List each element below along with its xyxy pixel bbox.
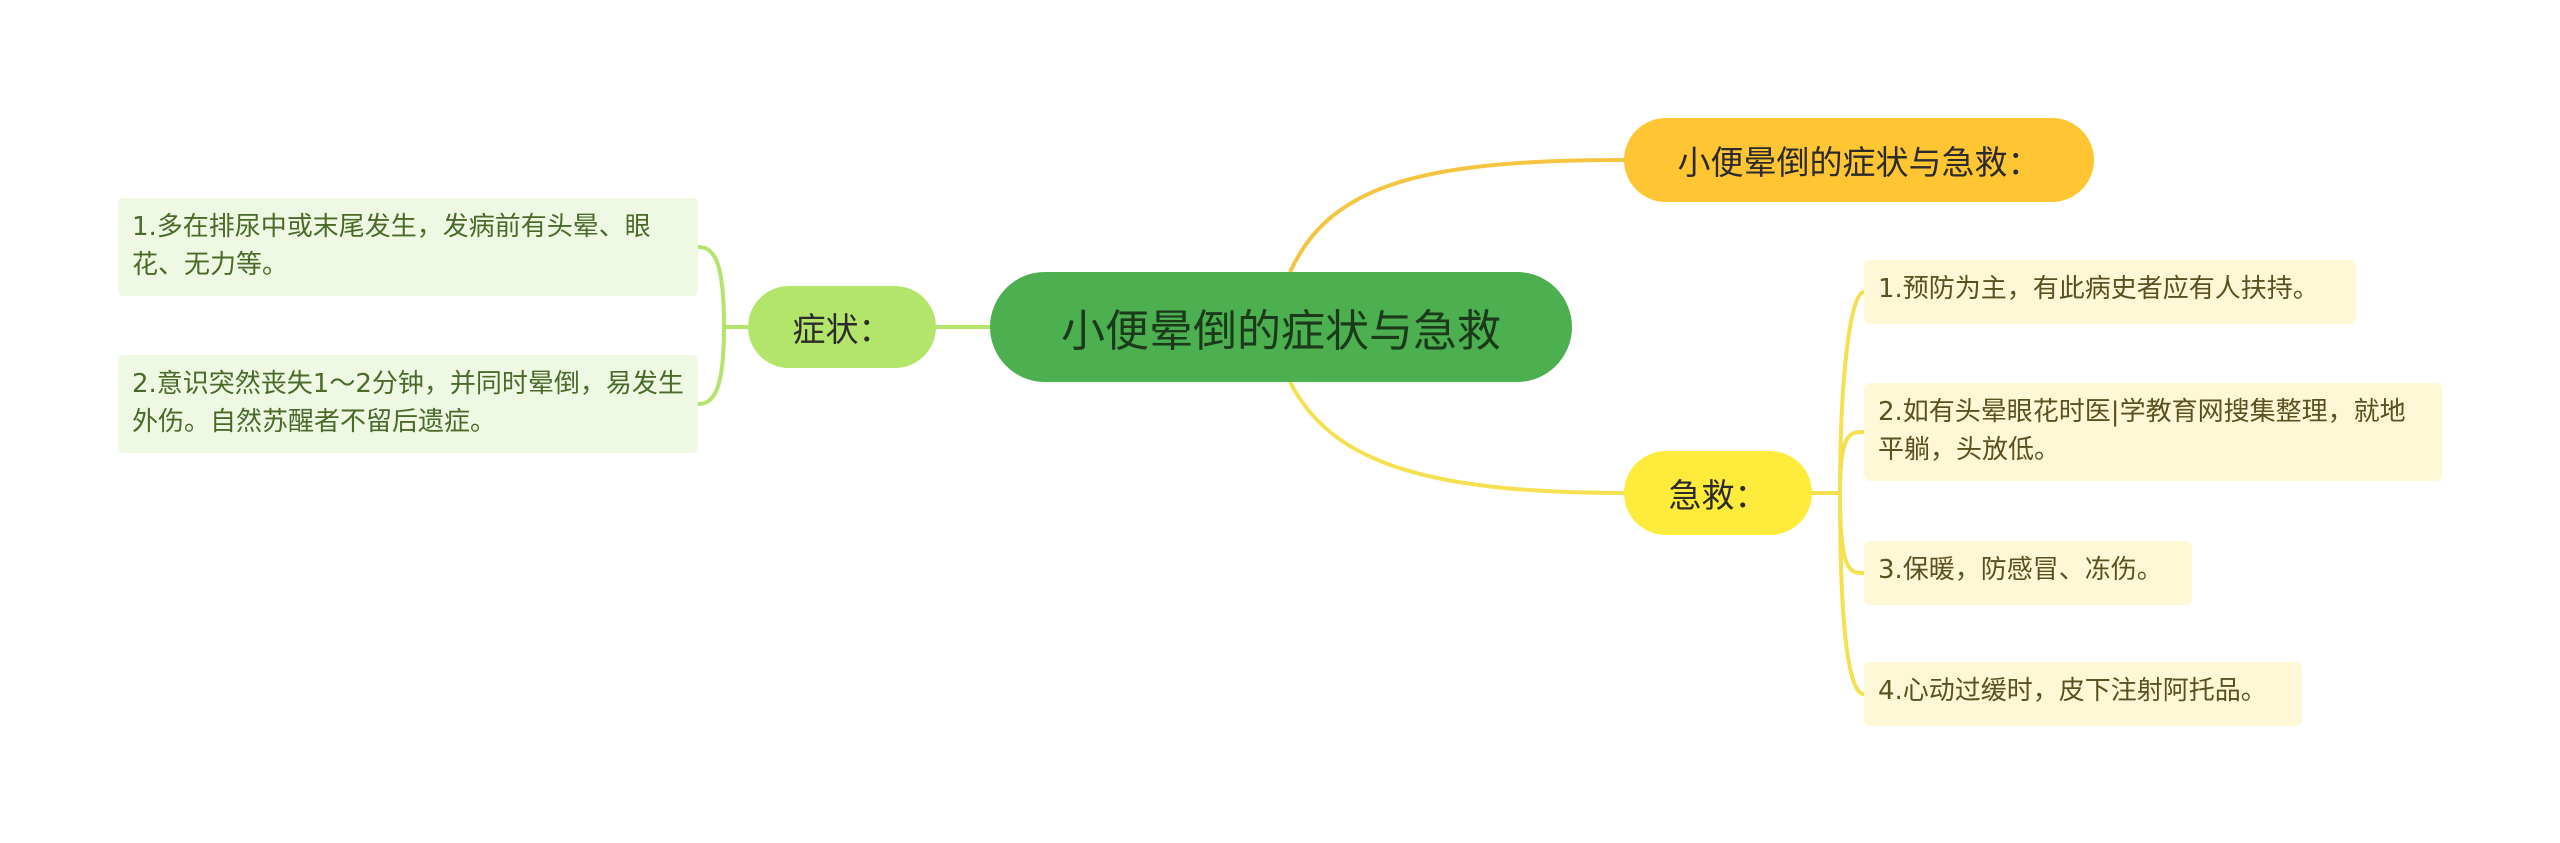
first-aid-item-3[interactable]: 3.保暖，防感冒、冻伤。 (1864, 541, 2192, 605)
first-aid-item-4[interactable]: 4.心动过缓时，皮下注射阿托品。 (1864, 662, 2302, 726)
link-root-aid (1288, 381, 1625, 495)
symptom-item-2[interactable]: 2.意识突然丧失1～2分钟，并同时晕倒，易发生外伤。自然苏醒者不留后遗症。 (118, 355, 698, 453)
first-aid-item-3-text: 3.保暖，防感冒、冻伤。 (1878, 555, 2163, 585)
root-topic-label: 小便晕倒的症状与急救 (1061, 306, 1501, 357)
first-aid-item-1-text: 1.预防为主，有此病史者应有人扶持。 (1878, 274, 2319, 304)
branch-first-aid-label: 急救： (1668, 476, 1768, 515)
branch-title-label: 小便晕倒的症状与急救： (1677, 143, 2041, 182)
first-aid-item-2[interactable]: 2.如有头晕眼花时医|学教育网搜集整理，就地平躺，头放低。 (1864, 383, 2442, 481)
branch-first-aid[interactable]: 急救： (1624, 451, 1812, 535)
link-root-title (1288, 158, 1625, 273)
symptom-item-2-text: 2.意识突然丧失1～2分钟，并同时晕倒，易发生外伤。自然苏醒者不留后遗症。 (132, 369, 684, 437)
branch-symptoms-label: 症状： (792, 310, 892, 349)
branch-symptoms[interactable]: 症状： (748, 286, 936, 368)
link-symptoms-bracket (697, 245, 748, 406)
root-topic[interactable]: 小便晕倒的症状与急救 (990, 272, 1572, 382)
symptom-item-1-text: 1.多在排尿中或末尾发生，发病前有头晕、眼花、无力等。 (132, 212, 651, 280)
first-aid-item-1[interactable]: 1.预防为主，有此病史者应有人扶持。 (1864, 260, 2356, 324)
first-aid-item-2-text: 2.如有头晕眼花时医|学教育网搜集整理，就地平躺，头放低。 (1878, 397, 2406, 465)
first-aid-item-4-text: 4.心动过缓时，皮下注射阿托品。 (1878, 676, 2267, 706)
symptom-item-1[interactable]: 1.多在排尿中或末尾发生，发病前有头晕、眼花、无力等。 (118, 198, 698, 296)
link-aid-bracket (1812, 290, 1865, 696)
branch-title[interactable]: 小便晕倒的症状与急救： (1624, 118, 2094, 202)
